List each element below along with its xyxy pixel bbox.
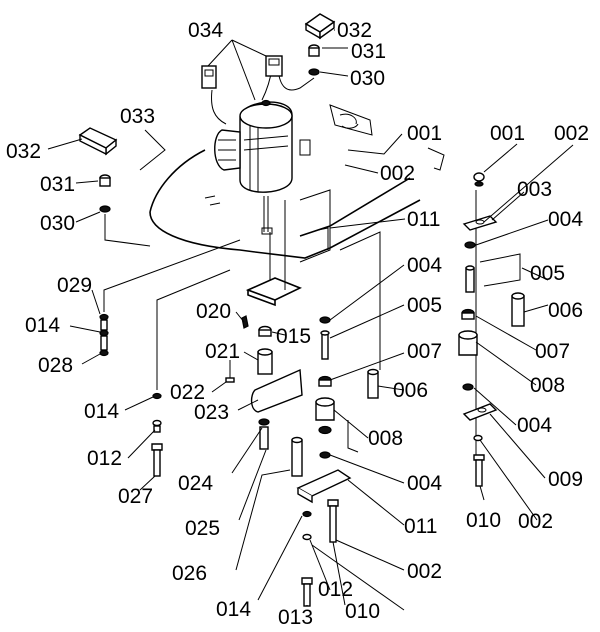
- callout-005-mid: 005: [407, 294, 442, 317]
- callout-009: 009: [548, 468, 583, 491]
- knob-stack-top: [304, 13, 336, 76]
- mid-left-post: [151, 269, 231, 477]
- callout-004-mid-top: 004: [407, 254, 442, 277]
- callout-001-right: 001: [490, 122, 525, 145]
- callout-031-left: 031: [40, 173, 75, 196]
- callout-032-left: 032: [6, 140, 41, 163]
- callout-034: 034: [188, 19, 223, 42]
- callout-014-bottom: 014: [216, 598, 251, 621]
- callout-020: 020: [196, 300, 231, 323]
- callout-015: 015: [276, 325, 311, 348]
- callout-006-mid: 006: [393, 379, 428, 402]
- callout-021: 021: [205, 340, 240, 363]
- callout-023: 023: [194, 401, 229, 424]
- callout-002-right-bottom: 002: [518, 510, 553, 533]
- callout-032-top: 032: [337, 19, 372, 42]
- callout-014-left: 014: [25, 314, 60, 337]
- callout-004-right: 004: [517, 414, 552, 437]
- callout-003: 003: [517, 178, 552, 201]
- callout-025: 025: [185, 517, 220, 540]
- right-column-stack: [458, 172, 525, 487]
- callout-028: 028: [38, 354, 73, 377]
- callout-013: 013: [278, 606, 313, 629]
- callout-007-mid: 007: [407, 340, 442, 363]
- callout-022: 022: [170, 381, 205, 404]
- callout-011-top: 011: [407, 208, 440, 231]
- callout-030-top: 030: [350, 67, 385, 90]
- callout-006-right: 006: [548, 299, 583, 322]
- callout-001-mid: 001: [407, 122, 442, 145]
- callout-024: 024: [178, 472, 213, 495]
- callout-010-bottom: 010: [345, 600, 380, 623]
- left-post: [99, 239, 241, 357]
- callout-031-top: 031: [351, 40, 386, 63]
- callout-027: 027: [118, 485, 153, 508]
- callout-008-right: 008: [530, 374, 565, 397]
- callout-004-right-top: 004: [548, 208, 583, 231]
- callout-030-left: 030: [40, 212, 75, 235]
- leader-lines: [47, 29, 574, 611]
- callout-002-bottom: 002: [407, 560, 442, 583]
- callout-033: 033: [120, 105, 155, 128]
- callout-012-left: 012: [87, 447, 122, 470]
- callout-002-right-top: 002: [554, 122, 589, 145]
- callout-005-right: 005: [530, 262, 565, 285]
- callout-010-right: 010: [466, 509, 501, 532]
- callout-007-right: 007: [535, 340, 570, 363]
- motor-assembly: [201, 55, 315, 235]
- callout-008-mid: 008: [368, 427, 403, 450]
- callout-014-mid: 014: [84, 400, 119, 423]
- callout-labels: 034 032 031 030 033 032 031 030 001 002 …: [6, 19, 589, 629]
- callout-002-mid: 002: [380, 162, 415, 185]
- central-bracket: [245, 189, 331, 307]
- shaft-stack-mid: [296, 231, 381, 504]
- base-plate: [149, 104, 445, 259]
- callout-012-bottom: 012: [318, 578, 353, 601]
- callout-011-bottom: 011: [404, 515, 437, 538]
- callout-004-mid-bottom: 004: [407, 472, 442, 495]
- callout-029: 029: [57, 274, 92, 297]
- knob-stack-left: [78, 127, 151, 247]
- callout-026: 026: [172, 562, 207, 585]
- pulley-stack-center: [225, 315, 303, 477]
